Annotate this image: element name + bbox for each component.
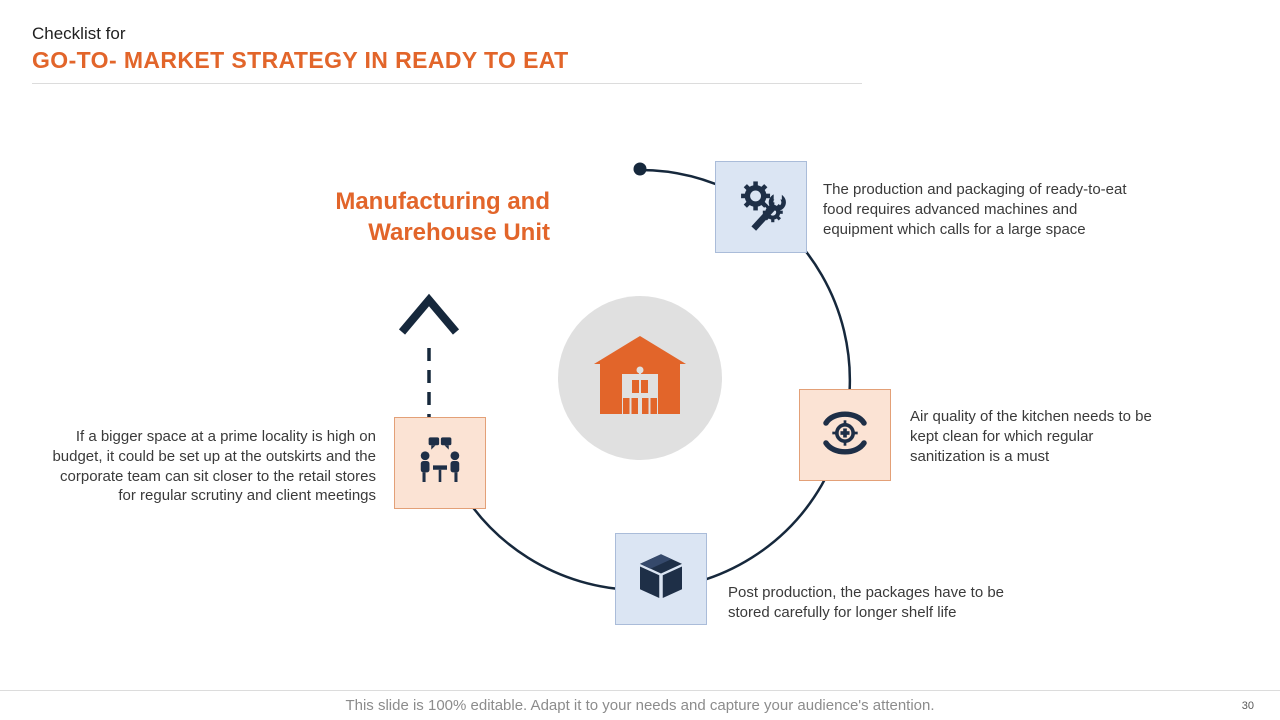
sanitization-hands-icon bbox=[816, 404, 874, 467]
step-text-storage: Post production, the packages have to be… bbox=[728, 584, 1005, 621]
up-arrow-icon bbox=[398, 293, 460, 335]
step-card-storage bbox=[615, 533, 707, 625]
page-title: GO-TO- MARKET STRATEGY IN READY TO EAT bbox=[32, 47, 862, 84]
step-card-meetings bbox=[394, 417, 486, 509]
step-text-sanitization: Air quality of the kitchen needs to be k… bbox=[910, 408, 1152, 465]
step-text-meetings: If a bigger space at a prime locality is… bbox=[52, 428, 376, 505]
gears-wrench-icon bbox=[732, 176, 790, 239]
arc-start-dot bbox=[633, 162, 647, 176]
step-card-sanitization bbox=[799, 389, 891, 481]
page-number: 30 bbox=[1241, 700, 1254, 712]
warehouse-icon bbox=[592, 328, 688, 429]
step-text-machines: The production and packaging of ready-to… bbox=[823, 181, 1127, 238]
footer-divider bbox=[0, 690, 1280, 691]
step-card-machines bbox=[715, 161, 807, 253]
meeting-icon bbox=[412, 433, 468, 494]
footer-note: This slide is 100% editable. Adapt it to… bbox=[345, 697, 935, 714]
center-hub bbox=[558, 296, 722, 460]
slide-kicker: Checklist for bbox=[32, 24, 126, 43]
package-box-icon bbox=[633, 549, 689, 610]
center-label: Manufacturing and Warehouse Unit bbox=[335, 188, 550, 247]
